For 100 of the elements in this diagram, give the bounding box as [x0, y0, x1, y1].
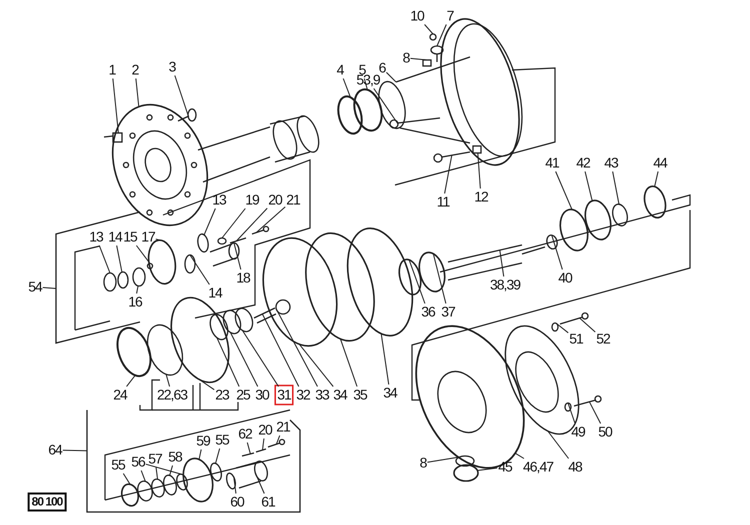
ring-gear: [305, 232, 375, 342]
leader-line: [408, 259, 426, 304]
leader-line: [276, 435, 280, 445]
callout-number: 35: [353, 388, 367, 402]
o-ring: [546, 234, 558, 250]
callout-number: 20: [258, 422, 272, 438]
leader-line: [340, 338, 358, 387]
leader-line: [424, 24, 434, 34]
washer: [120, 483, 140, 507]
callout-number: 40: [558, 270, 572, 286]
bolt: [178, 108, 197, 122]
leader-line: [112, 78, 119, 134]
callout-number: 12: [474, 190, 488, 204]
leader-line: [568, 402, 576, 424]
bolt: [389, 117, 440, 129]
callout-number: 14: [108, 230, 122, 244]
bolt: [433, 151, 470, 163]
splined-shaft: [448, 244, 546, 281]
leader-line: [579, 318, 596, 333]
gear-hub: [398, 258, 422, 296]
leader-line: [169, 465, 174, 476]
leader-line: [612, 171, 620, 205]
callout-number: 2: [132, 62, 138, 78]
callout-number: 58: [168, 450, 182, 464]
callout-number: 18: [236, 270, 250, 286]
leader-line: [514, 452, 524, 459]
callout-number: 61: [261, 494, 275, 510]
callout-number: 32: [296, 388, 310, 402]
leader-line: [364, 78, 368, 90]
leader-line: [126, 374, 136, 387]
leader-line: [380, 333, 390, 385]
callout-number: 55: [111, 458, 125, 472]
callout-number: 13: [212, 192, 226, 208]
leader-line: [156, 467, 158, 480]
group-frame: [86, 410, 301, 513]
bolt: [574, 395, 602, 407]
leader-line: [166, 374, 170, 387]
callout-number: 30: [255, 388, 269, 402]
callout-number: 16: [128, 294, 142, 310]
leader-line: [216, 337, 240, 387]
callout-number: 57: [148, 452, 162, 466]
leader-line: [262, 314, 300, 387]
retaining-ring: [560, 208, 588, 252]
callout-number: 13: [89, 230, 103, 244]
leader-line: [588, 401, 602, 424]
breather-plug: [430, 45, 444, 62]
callout-number: 55: [215, 432, 229, 448]
seal: [644, 186, 666, 218]
leader-line: [477, 152, 481, 189]
leader-line: [198, 449, 202, 460]
callout-number: 20: [268, 192, 282, 208]
callout-number: 24: [113, 388, 127, 402]
nut: [104, 132, 123, 143]
callout-number: 6: [378, 60, 386, 76]
leader-line: [584, 171, 593, 202]
washer: [184, 254, 196, 274]
leader-line: [233, 476, 236, 494]
leader-line: [262, 438, 264, 451]
leader-line: [556, 323, 569, 334]
leader-line: [373, 88, 398, 124]
callout-number: 56: [131, 454, 145, 470]
leader-line: [256, 206, 286, 234]
washer: [429, 33, 437, 41]
washer: [551, 322, 559, 332]
callout-number: 23: [215, 388, 229, 402]
callout-number: 33: [315, 388, 329, 402]
leader-line: [476, 468, 498, 472]
callout-number: 17: [141, 230, 155, 244]
callout-number: 7: [446, 8, 454, 24]
leader-line: [198, 379, 215, 390]
bearing-ring: [337, 95, 363, 135]
leader-line: [246, 442, 251, 454]
callout-number: 42: [576, 156, 590, 170]
callout-number: 49: [571, 424, 585, 440]
leader-line: [190, 254, 210, 285]
callout-number: 48: [568, 460, 582, 474]
leader-line: [204, 208, 216, 236]
planet-carrier: [170, 296, 230, 384]
washer: [234, 308, 254, 332]
callout-number: 44: [653, 156, 667, 170]
leader-line: [547, 430, 570, 459]
leader-line: [215, 448, 220, 464]
clutch-disc: [262, 237, 338, 347]
callout-number: 62: [238, 426, 252, 442]
leader-line: [276, 308, 318, 387]
leader-line: [135, 78, 140, 108]
bolt: [560, 312, 589, 325]
bearing: [584, 200, 612, 240]
leader-line: [444, 154, 452, 194]
callout-number: 22,63: [156, 388, 188, 402]
nut: [422, 59, 432, 67]
callout-number: 19: [245, 192, 259, 208]
needle-bearing: [132, 267, 146, 287]
clutch-disc: [346, 228, 414, 336]
washer: [222, 310, 242, 334]
group-frame: [55, 211, 140, 344]
callout-number: 43: [604, 156, 618, 170]
leader-line: [551, 234, 563, 270]
leader-line: [342, 78, 351, 98]
leader-line: [654, 171, 659, 188]
